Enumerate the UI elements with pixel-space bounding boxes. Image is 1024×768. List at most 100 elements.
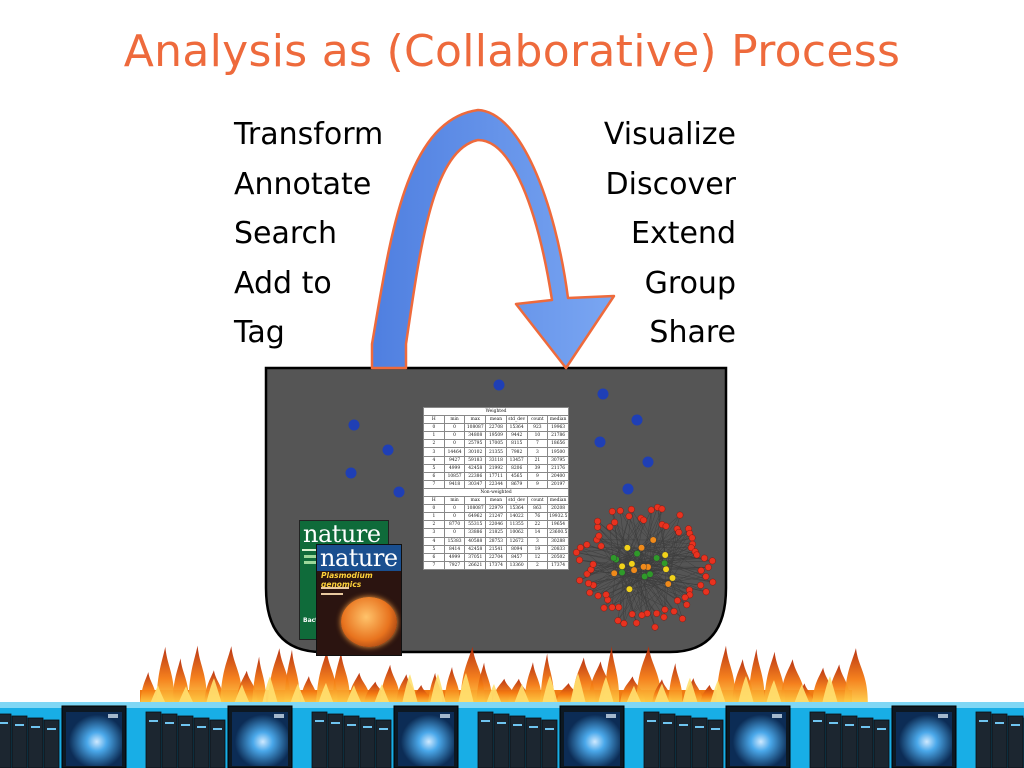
table-cell: 7982 (505, 447, 528, 457)
network-node (697, 567, 705, 574)
server-rack-icon (0, 702, 1024, 768)
network-node (615, 603, 623, 611)
network-node (649, 536, 657, 544)
table-cell: 21992 (485, 463, 507, 473)
flame (748, 648, 765, 704)
table-cell: 8206 (505, 463, 528, 473)
server-rack (311, 705, 459, 768)
table-cell: 7927 (443, 560, 466, 570)
table-cell: mean (485, 415, 507, 425)
left-action-list: Transform Annotate Search Add to Tag (234, 110, 383, 358)
table-cell: 0 (443, 528, 466, 538)
network-node (708, 557, 716, 565)
table-cell: 17005 (485, 439, 507, 449)
network-node (638, 611, 646, 619)
table-cell: 10 (526, 431, 549, 441)
bubble-dot (594, 436, 606, 448)
table-cell: 20502 (547, 552, 569, 562)
flame (332, 652, 351, 704)
network-node (620, 620, 628, 627)
network-node (640, 563, 648, 571)
bubble-dots (345, 379, 654, 498)
table-cell: 4 (423, 536, 445, 546)
network-node (653, 610, 661, 617)
table-cell: max (464, 496, 487, 506)
action-share: Share (649, 315, 736, 350)
table-cell: 9 (526, 471, 549, 481)
table-cell: 76 (526, 512, 549, 522)
table-cell: 8414 (443, 544, 466, 554)
action-tag: Tag (234, 315, 285, 350)
table-cell: 18656 (547, 439, 569, 449)
table-cell: 4565 (505, 471, 528, 481)
network-node (661, 559, 668, 567)
table-cell: 8457 (505, 552, 528, 562)
table-cell: 30102 (464, 447, 487, 457)
table-cell: std_dev (505, 415, 528, 425)
network-node (623, 544, 631, 552)
table-cell: 26621 (464, 560, 487, 570)
network-node (675, 528, 683, 536)
server-rack (809, 705, 957, 768)
network-node (702, 573, 710, 580)
flame (188, 645, 208, 704)
table-cell: 1 (423, 431, 445, 441)
bubble-dot (345, 467, 357, 479)
table-cell: 22046 (485, 520, 507, 530)
flame (476, 662, 493, 704)
table-cell: 3 (423, 528, 445, 538)
table-cell: 0 (443, 423, 466, 433)
table-cell: 8679 (505, 479, 528, 489)
table-cell: 19509 (485, 431, 507, 441)
network-node (670, 608, 678, 615)
table-cell: max (464, 415, 487, 425)
network-node (586, 589, 594, 597)
network-node (640, 516, 648, 524)
action-add-to: Add to (234, 265, 332, 301)
table-cell: 30795 (547, 455, 569, 465)
table-cell: 4 (423, 455, 445, 465)
table-cell: 0 (443, 439, 466, 449)
network-node (662, 522, 670, 530)
table-cell: 20833 (547, 544, 569, 554)
network-node (661, 551, 669, 559)
network-node (630, 566, 638, 574)
table-cell: 10857 (443, 471, 466, 481)
network-node (616, 507, 624, 515)
table-cell: 22708 (485, 423, 507, 433)
action-visualize: Visualize (603, 117, 736, 152)
table-cell: min (443, 415, 466, 425)
table-cell: 21247 (485, 512, 507, 522)
flame (844, 648, 868, 704)
network-node (626, 585, 633, 593)
network-graph-icon (573, 503, 717, 631)
table-cell: 0 (423, 423, 445, 433)
table-cell: 17711 (485, 471, 507, 481)
table-cell: 4999 (443, 552, 466, 562)
network-node (683, 601, 691, 609)
page-title: Analysis as (Collaborative) Process (123, 26, 901, 77)
network-node (693, 551, 701, 559)
table-cell: 19963 (547, 423, 569, 433)
table-cell: 4999 (443, 463, 466, 473)
network-node (600, 604, 608, 612)
server-rack (643, 705, 791, 768)
server-rack (975, 711, 1024, 768)
table-cell: 33118 (485, 455, 507, 465)
network-node (702, 588, 710, 596)
network-node (618, 562, 626, 570)
table-cell: 863 (526, 504, 549, 514)
table-cell: 22 (526, 520, 549, 530)
table-cell: 20197 (547, 479, 569, 489)
network-node (660, 613, 668, 621)
flame (220, 646, 243, 704)
network-node (661, 606, 669, 614)
flame (316, 650, 338, 704)
